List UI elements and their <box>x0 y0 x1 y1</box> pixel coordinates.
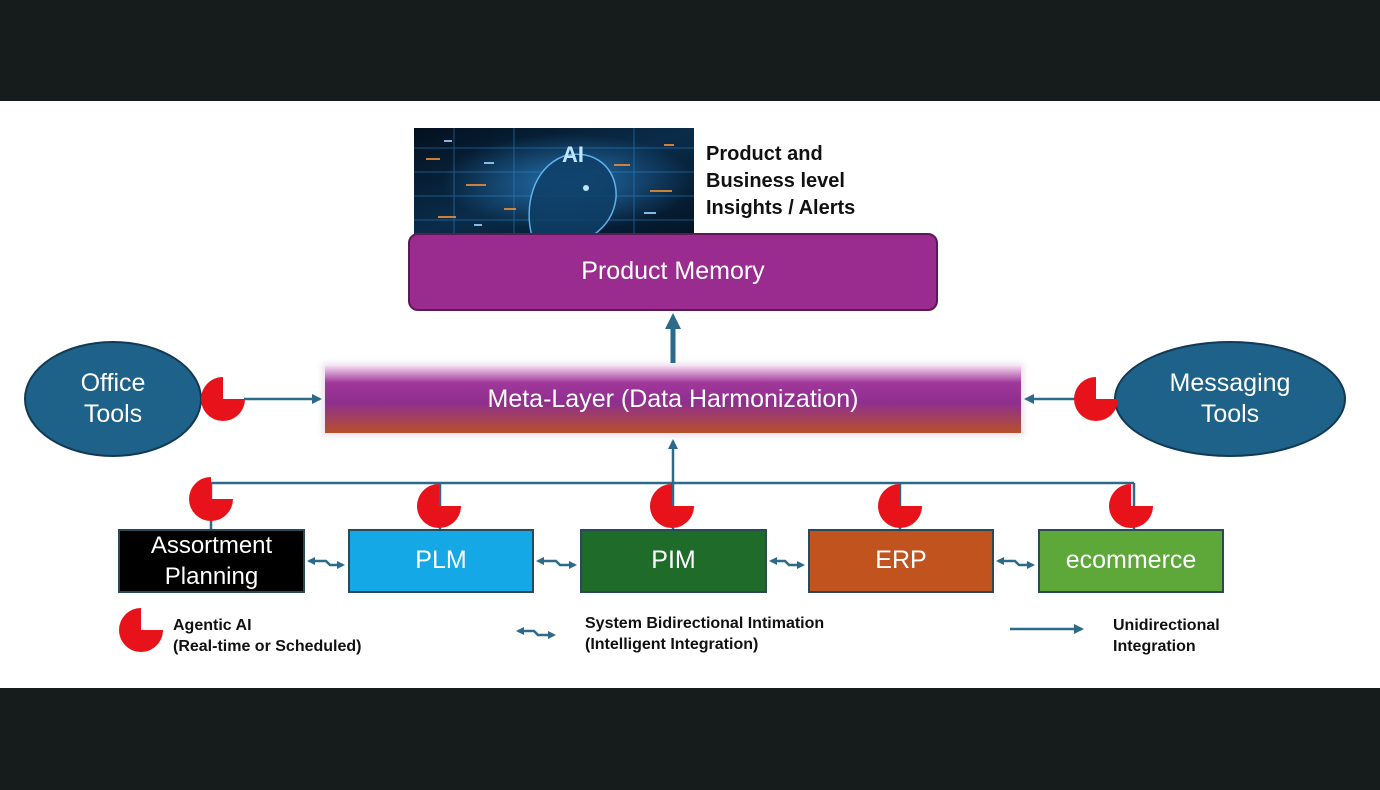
agent-marker-office <box>201 377 245 421</box>
connectors-layer <box>119 313 1153 652</box>
bidirectional-connector-3 <box>769 557 805 569</box>
messaging-tools-ellipse: Messaging Tools <box>1114 341 1346 457</box>
ai-head-image: AI <box>414 128 694 236</box>
agent-marker-assortment <box>189 477 233 521</box>
agent-marker-erp <box>878 484 922 528</box>
meta-layer-box: Meta-Layer (Data Harmonization) <box>325 366 1021 433</box>
product-memory-box: Product Memory <box>408 233 938 311</box>
agent-marker-messaging <box>1074 377 1118 421</box>
agent-marker-pim <box>650 484 694 528</box>
legend-bidirectional-icon <box>516 627 556 639</box>
office-tools-ellipse: Office Tools <box>24 341 202 457</box>
bidirectional-connector-2 <box>536 557 577 569</box>
system-erp: ERP <box>808 529 994 593</box>
legend-bidirectional-label: System Bidirectional Intimation (Intelli… <box>585 615 825 653</box>
product-memory-label: Product Memory <box>581 257 765 286</box>
diagram-canvas: AI Product and Business level Insights /… <box>0 101 1380 688</box>
ai-image-label: AI <box>562 142 584 167</box>
insights-label: Product and Business level Insights / Al… <box>706 143 856 219</box>
agent-marker-ecommerce <box>1109 484 1153 528</box>
legend-unidirectional-label: Unidirectional Integration <box>1113 617 1220 655</box>
legend-agentic-label: Agentic AI (Real-time or Scheduled) <box>173 617 362 655</box>
system-assortment-planning: Assortment Planning <box>118 529 305 593</box>
bidirectional-connector-1 <box>307 557 345 569</box>
system-ecommerce: ecommerce <box>1038 529 1224 593</box>
agent-marker-plm <box>417 484 461 528</box>
meta-layer-label: Meta-Layer (Data Harmonization) <box>487 384 859 413</box>
meta-to-memory-arrow <box>665 313 681 363</box>
legend-agent-icon <box>119 608 163 652</box>
bidirectional-connector-4 <box>996 557 1035 569</box>
system-pim: PIM <box>580 529 767 593</box>
system-plm: PLM <box>348 529 534 593</box>
